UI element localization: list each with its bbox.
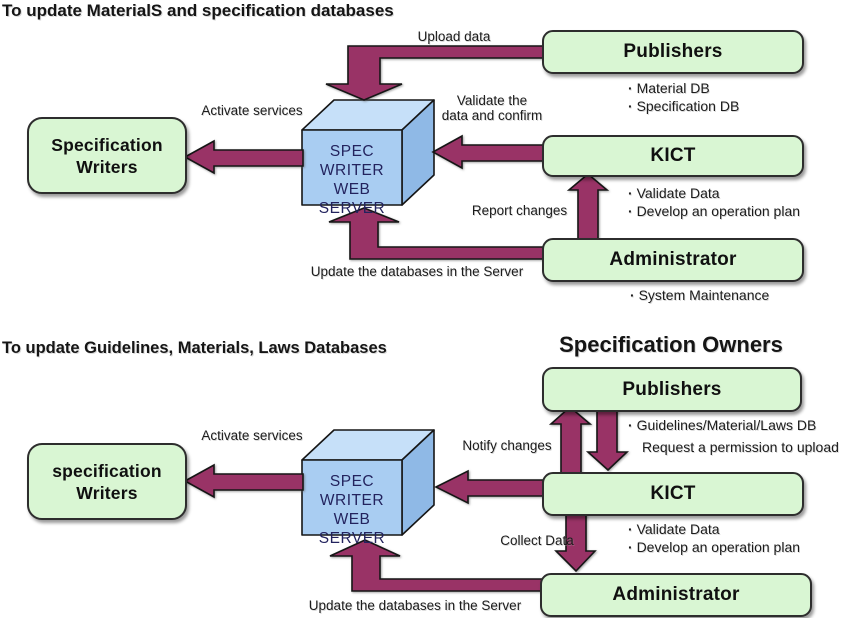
- bullet-system-maintenance: System Maintenance: [630, 287, 770, 305]
- bullet-operation-plan: Develop an operation plan: [628, 203, 800, 221]
- administrator-label: Administrator: [609, 249, 737, 270]
- activate-services-arrow-top: [183, 139, 304, 175]
- activate-services-label-bottom: Activate services: [201, 428, 303, 443]
- administrator-box-top: Administrator: [542, 238, 804, 282]
- server-line2: WEB: [333, 181, 371, 198]
- bullet-specification-db: Specification DB: [628, 98, 740, 116]
- notify-changes-label: Notify changes: [462, 438, 552, 453]
- collect-data-label: Collect Data: [500, 533, 574, 548]
- web-server-cube-bottom-section: [301, 429, 435, 536]
- kict-box-bottom: KICT: [542, 472, 804, 516]
- server-line1: SPEC WRITER: [319, 143, 385, 179]
- administrator-label: Administrator: [612, 584, 740, 605]
- update-databases-arrow-top: [328, 207, 544, 260]
- writers-label-line1: Specification: [51, 134, 163, 155]
- report-changes-label: Report changes: [471, 203, 568, 218]
- kict-box-top: KICT: [542, 135, 804, 177]
- publishers-label: Publishers: [622, 378, 722, 400]
- upload-data-label: Upload data: [417, 29, 491, 44]
- publishers-box-bottom: Publishers: [542, 367, 802, 412]
- bullet-operation-plan: Develop an operation plan: [628, 539, 800, 557]
- cube-front-face: [301, 459, 403, 536]
- update-databases-label-bottom: Update the databases in the Server: [308, 598, 522, 613]
- writers-label-line1: specification: [52, 460, 162, 481]
- kict-label: KICT: [650, 483, 696, 504]
- server-line3: SERVER: [318, 200, 386, 217]
- bullet-request-permission: Request a permission to upload: [642, 438, 839, 455]
- validate-confirm-arrow: [431, 134, 544, 170]
- cube-front-face: [301, 129, 403, 206]
- section2-title: To update Guidelines, Materials, Laws Da…: [2, 339, 387, 357]
- publishers-bullets-top: Material DB Specification DB: [628, 80, 740, 116]
- spec-writer-web-server-label-top: SPEC WRITER WEB SERVER: [300, 142, 404, 218]
- admin-bullets-top: System Maintenance: [630, 287, 770, 305]
- validate-label-line1: Validate the: [456, 93, 528, 108]
- specification-writers-box-top: Specification Writers: [27, 117, 187, 194]
- bullet-material-db: Material DB: [628, 80, 739, 98]
- validate-label-line2: data and confirm: [441, 108, 543, 123]
- update-databases-label-top: Update the databases in the Server: [310, 264, 524, 279]
- spec-writer-web-server-label-bottom: SPEC WRITER WEB SERVER: [300, 472, 404, 548]
- server-line1: SPEC WRITER: [319, 473, 385, 509]
- validate-confirm-label: Validate the data and confirm: [428, 93, 556, 123]
- bullet-validate-data: Validate Data: [628, 521, 800, 539]
- update-databases-arrow-bottom: [329, 539, 544, 592]
- kict-to-server-arrow: [434, 469, 544, 505]
- kict-bullets-top: Validate Data Develop an operation plan: [628, 185, 800, 220]
- publishers-bullets-bottom: Guidelines/Material/Laws DB Request a pe…: [628, 417, 839, 456]
- specification-owners-heading: Specification Owners: [559, 332, 783, 357]
- upload-data-arrow: [325, 45, 544, 101]
- server-line2: WEB: [333, 511, 371, 528]
- publishers-box-top: Publishers: [542, 30, 804, 74]
- bullet-validate-data: Validate Data: [628, 185, 800, 203]
- section1-title: To update MaterialS and specification da…: [2, 1, 394, 20]
- kict-bullets-bottom: Validate Data Develop an operation plan: [628, 521, 800, 556]
- collect-data-arrow: [554, 510, 597, 573]
- request-permission-down-arrow: [585, 406, 630, 472]
- server-line3: SERVER: [318, 530, 386, 547]
- activate-services-arrow-bottom: [183, 463, 304, 499]
- web-server-cube-top-section: [301, 99, 435, 206]
- administrator-box-bottom: Administrator: [540, 573, 812, 617]
- specification-writers-box-bottom: specification Writers: [27, 443, 187, 520]
- bullet-guidelines-db: Guidelines/Material/Laws DB: [628, 417, 839, 435]
- activate-services-label-top: Activate services: [201, 103, 303, 118]
- publishers-label: Publishers: [623, 41, 723, 62]
- kict-label: KICT: [650, 145, 696, 166]
- writers-label-line2: Writers: [76, 482, 138, 503]
- writers-label-line2: Writers: [76, 156, 138, 177]
